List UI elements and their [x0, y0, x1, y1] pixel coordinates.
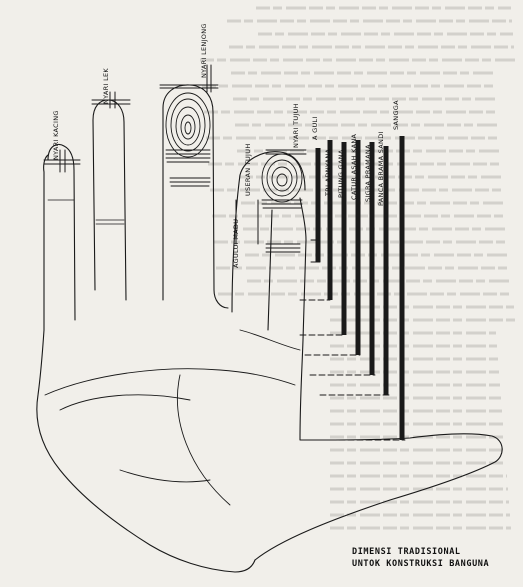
label-catur-asah-kana: CATUR ASAH KANA	[350, 134, 358, 200]
label-sigra-pramana: SIGRA PRAMANA	[364, 144, 372, 202]
label-nyari-kacing: NYARI KACING	[52, 110, 60, 160]
label-nyari-tujuh: NYARI TUJUH	[292, 103, 300, 148]
measurement-bar-7	[400, 136, 405, 440]
label-sangga: SANGGA	[392, 100, 400, 130]
label-nyari-lek: NYARI LEK	[102, 68, 110, 104]
middle-fingerprint	[166, 93, 210, 186]
label-tri-adnyana: TRI ADNYANA	[324, 149, 332, 196]
thumb-outline	[235, 560, 255, 572]
label-pitung-gana: PITUNG GANA	[337, 149, 345, 198]
palm-lines	[45, 330, 300, 505]
caption-line-2: UNTOK KONSTRUKSI BANGUNA	[352, 558, 489, 570]
index-fingerprint	[262, 154, 302, 252]
hand-outline	[37, 155, 502, 572]
ring-finger-creases	[96, 220, 124, 224]
index-finger-outline	[232, 152, 305, 312]
label-agului-madu: AGULUI MADU	[232, 219, 240, 268]
label-panca-brama-sandi: PANCA BRAMA SANDI	[377, 131, 385, 206]
ring-finger-outline	[93, 100, 126, 300]
figure-caption: DIMENSI TRADISIONAL UNTOK KONSTRUKSI BAN…	[352, 546, 489, 570]
caption-line-1: DIMENSI TRADISIONAL	[352, 546, 489, 558]
measurement-bar-1	[316, 148, 321, 262]
guide-lines	[300, 300, 405, 440]
label-useran-tujuh: USERAN TUJUH	[244, 143, 252, 196]
label-nyari-lenjong: NYARI LENJONG	[200, 23, 208, 78]
little-finger-outline	[48, 144, 75, 320]
label-a-guli: A GULI	[311, 116, 319, 140]
middle-finger-outline	[163, 85, 228, 308]
